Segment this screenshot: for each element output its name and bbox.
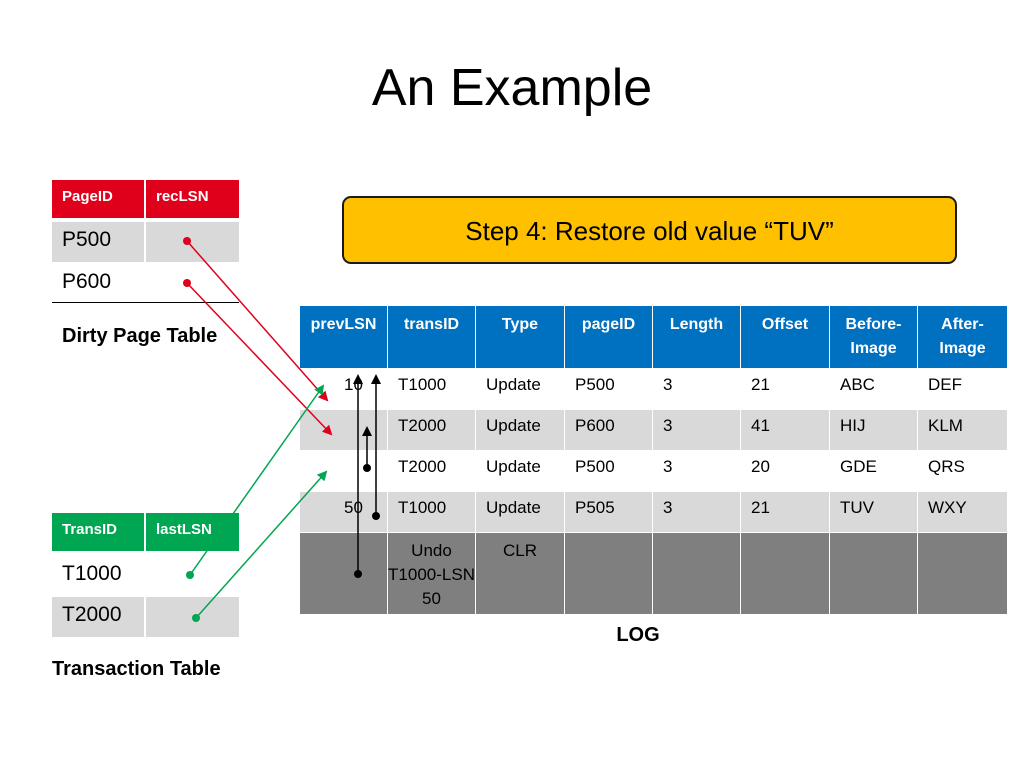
dpt-row-pageid: P600 <box>62 270 112 293</box>
log-row-clr: Undo T1000-LSN 50 CLR <box>299 532 1008 615</box>
prevlsn-arrow <box>362 426 372 472</box>
log-cell <box>299 532 388 615</box>
log-header: pageID <box>564 305 653 369</box>
log-cell: T1000 <box>387 368 476 410</box>
log-row: 10 T1000 Update P500 3 21 ABC DEF <box>299 368 1008 410</box>
dpt-row-reclsn <box>146 222 239 262</box>
log-cell: CLR <box>475 532 565 615</box>
log-cell <box>829 532 918 615</box>
slide-title: An Example <box>371 59 653 117</box>
log-header: After-Image <box>917 305 1008 369</box>
log-cell: HIJ <box>829 409 918 451</box>
lastlsn-arrow <box>186 384 325 579</box>
reclsn-arrow <box>183 237 329 402</box>
tt-header-transid: TransID <box>52 513 144 551</box>
log-cell: QRS <box>917 450 1008 492</box>
dpt-row-pageid: P500 <box>52 222 144 262</box>
tt-caption: Transaction Table <box>52 658 221 680</box>
log-cell: 3 <box>652 491 741 533</box>
log-cell: T2000 <box>387 450 476 492</box>
log-header: prevLSN <box>299 305 388 369</box>
step-callout: Step 4: Restore old value “TUV” <box>342 196 957 264</box>
log-header: transID <box>387 305 476 369</box>
log-cell: TUV <box>829 491 918 533</box>
log-header: Type <box>475 305 565 369</box>
log-cell <box>652 532 741 615</box>
log-cell: Undo T1000-LSN 50 <box>387 532 476 615</box>
log-row: 50 T1000 Update P505 3 21 TUV WXY <box>299 491 1008 533</box>
log-cell: Update <box>475 491 565 533</box>
tt-row-transid: T2000 <box>52 597 144 637</box>
log-cell: Update <box>475 409 565 451</box>
log-caption: LOG <box>616 624 660 646</box>
log-cell: 41 <box>740 409 830 451</box>
log-cell: 21 <box>740 368 830 410</box>
prevlsn-arrow <box>353 374 363 578</box>
dpt-header-reclsn: recLSN <box>146 180 239 218</box>
log-cell <box>917 532 1008 615</box>
log-cell: 21 <box>740 491 830 533</box>
log-cell <box>564 532 653 615</box>
prevlsn-arrow <box>371 374 381 520</box>
log-row: T2000 Update P500 3 20 GDE QRS <box>299 450 1008 492</box>
log-cell: P600 <box>564 409 653 451</box>
log-cell: KLM <box>917 409 1008 451</box>
log-header: Before-Image <box>829 305 918 369</box>
log-cell: 3 <box>652 450 741 492</box>
log-cell: T1000 <box>387 491 476 533</box>
log-cell: GDE <box>829 450 918 492</box>
log-cell: Update <box>475 368 565 410</box>
dpt-bottom-rule <box>52 302 239 303</box>
log-header: Offset <box>740 305 830 369</box>
log-header-row: prevLSN transID Type pageID Length Offse… <box>299 305 1008 369</box>
tt-row-transid: T1000 <box>62 562 122 585</box>
tt-header-lastlsn: lastLSN <box>146 513 239 551</box>
lastlsn-arrow <box>192 470 328 622</box>
reclsn-arrow <box>183 279 333 436</box>
log-cell: 3 <box>652 409 741 451</box>
log-header: Length <box>652 305 741 369</box>
dpt-header-pageid: PageID <box>52 180 144 218</box>
log-cell: P500 <box>564 450 653 492</box>
dpt-caption: Dirty Page Table <box>62 325 218 347</box>
log-cell: P500 <box>564 368 653 410</box>
log-cell: T2000 <box>387 409 476 451</box>
